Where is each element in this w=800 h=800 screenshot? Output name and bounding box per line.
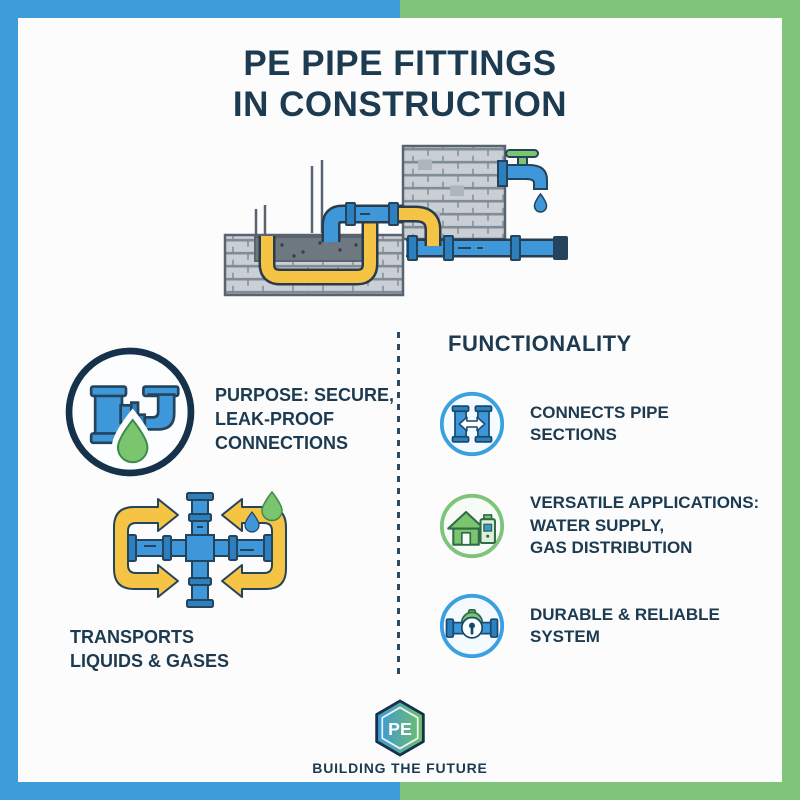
- brand-logo: PE: [372, 698, 428, 758]
- page-title: PE PIPE FITTINGS IN CONSTRUCTION: [18, 44, 782, 126]
- keyhole-icon: [469, 622, 475, 629]
- faucet-icon: [497, 149, 548, 213]
- title-line-1: PE PIPE FITTINGS: [243, 44, 557, 83]
- transports-illustration: [100, 480, 300, 620]
- hero-illustration: [210, 136, 600, 311]
- green-drop-icon: [261, 490, 283, 522]
- rebar-lines: [310, 160, 324, 233]
- functionality-heading: FUNCTIONALITY: [448, 331, 632, 356]
- functionality-item-label: CONNECTS PIPE SECTIONS: [530, 402, 669, 444]
- purpose-label: PURPOSE: SECURE, LEAK-PROOF CONNECTIONS: [215, 385, 395, 454]
- logo-monogram: PE: [388, 719, 412, 739]
- pipe-coupling-icon: [438, 390, 506, 458]
- cross-pipe: [127, 492, 273, 608]
- functionality-item-label: DURABLE & RELIABLE SYSTEM: [530, 604, 720, 646]
- pipe-flanges: [345, 202, 568, 261]
- cross-pipe-flow-icon: [113, 490, 287, 608]
- yellow-pipe-u: [258, 218, 379, 286]
- green-drop-icon: [116, 418, 149, 464]
- functionality-item-applications: VERSATILE APPLICATIONS: WATER SUPPLY, GA…: [438, 492, 768, 560]
- house-and-gas-meter-icon: [438, 492, 506, 560]
- functionality-item-durable: DURABLE & RELIABLE SYSTEM: [438, 592, 768, 660]
- brick-wall: [401, 144, 507, 241]
- purpose-badge: [63, 345, 197, 479]
- transports-label: TRANSPORTS LIQUIDS & GASES: [70, 627, 230, 672]
- dashed-divider: [397, 332, 400, 678]
- blue-drop-icon: [244, 511, 260, 533]
- functionality-item-label: VERSATILE APPLICATIONS: WATER SUPPLY, GA…: [530, 493, 760, 558]
- tagline: BUILDING THE FUTURE: [312, 760, 488, 776]
- title-line-2: IN CONSTRUCTION: [232, 84, 568, 124]
- functionality-item-connects: CONNECTS PIPE SECTIONS: [438, 390, 768, 458]
- flow-arrows: [113, 498, 287, 598]
- yellow-pipe-arch: [399, 205, 442, 246]
- rebar-lines-left: [254, 205, 267, 235]
- infographic-card: PE PIPE FITTINGS IN CONSTRUCTION: [18, 18, 782, 782]
- pipes-wall-faucet-illustration: [223, 144, 568, 297]
- pipe-fittings-leakproof-icon: [65, 347, 195, 477]
- water-drop-icon: [533, 192, 548, 213]
- valve-icon: [438, 592, 506, 660]
- double-arrow-icon: [458, 416, 486, 432]
- blue-pipe-run: [321, 204, 562, 258]
